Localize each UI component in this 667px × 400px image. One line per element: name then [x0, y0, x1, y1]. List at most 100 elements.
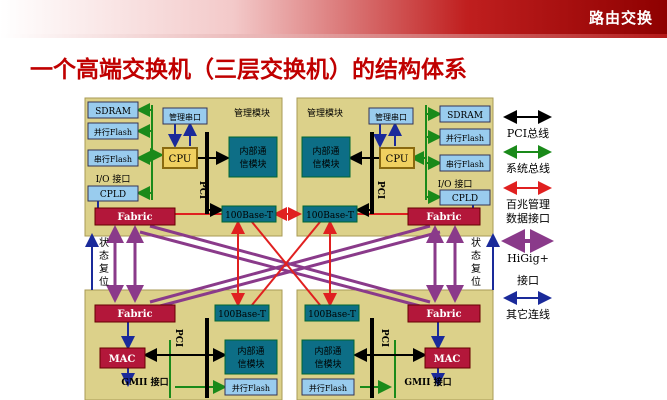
cpld-box — [439, 189, 491, 206]
cpld-label: CPLD — [452, 194, 478, 204]
mgmt-serial-label: 管理串口 — [375, 112, 407, 122]
parallel-flash-box — [301, 378, 355, 396]
parallel-flash-label: 并行Flash — [232, 383, 270, 393]
pci-label: PCI — [197, 181, 207, 199]
pci-label: PCI — [375, 181, 385, 199]
mac-box — [424, 347, 471, 369]
legend-pci-label: PCI总线 — [507, 126, 549, 140]
fabric-box — [94, 207, 176, 226]
page-title: 一个高端交换机（三层交换机）的结构体系 — [30, 57, 467, 83]
system-bus-lines — [136, 103, 442, 398]
io-port-label: I/O 接口 — [96, 173, 131, 185]
svg-text:位: 位 — [471, 275, 481, 288]
fabric-label: Fabric — [426, 212, 461, 223]
serial-flash-label: 串行Flash — [446, 159, 484, 169]
gmii-label: GMII 接口 — [404, 376, 451, 388]
svg-text:位: 位 — [99, 275, 109, 288]
internal-comm-label-2: 信模块 — [239, 158, 266, 170]
internal-comm-label: 内部通 — [237, 345, 264, 357]
internal-comm-box — [301, 339, 355, 375]
sdram-label: SDRAM — [95, 107, 131, 117]
internal-comm-box — [301, 136, 351, 178]
sdram-box — [87, 101, 139, 119]
cpu-box — [162, 147, 198, 169]
svg-text:复: 复 — [471, 262, 481, 275]
section-title: 路由交换 — [588, 9, 653, 27]
pci-label: PCI — [173, 329, 183, 347]
fabric-label: Fabric — [426, 309, 461, 320]
fabric-label: Fabric — [117, 212, 152, 223]
base100-box — [304, 304, 360, 322]
legend-system-label: 系统总线 — [506, 161, 550, 175]
board-bottom-left-modules: Fabric 100Base-T PCI MAC GMII 接口 内部通 信模块… — [94, 304, 278, 396]
legend-higig-label-2: 接口 — [517, 274, 539, 287]
board-top-right-modules: 管理模块 管理串口 SDRAM 并行Flash 串行Flash I/O 接口 C… — [301, 105, 491, 226]
serial-flash-label: 串行Flash — [94, 154, 132, 164]
pci-label: PCI — [379, 329, 389, 347]
parallel-flash-label: 并行Flash — [446, 133, 484, 143]
base100-label: 100Base-T — [306, 211, 354, 221]
io-port-label: I/O 接口 — [438, 178, 473, 190]
mgmt-serial-box — [162, 107, 208, 125]
cpld-box — [87, 185, 139, 202]
mgmt-serial-label: 管理串口 — [169, 112, 201, 122]
fabric-box — [407, 304, 481, 323]
cpu-label: CPU — [386, 154, 409, 165]
internal-comm-label: 内部通 — [314, 345, 341, 357]
internal-comm-box — [224, 339, 278, 375]
internal-comm-label-2: 信模块 — [314, 358, 341, 370]
internal-comm-label-2: 信模块 — [312, 158, 339, 170]
internal-comm-box — [228, 136, 278, 178]
status-reset-label-right: 状 态 复 位 — [471, 236, 481, 288]
parallel-flash-label: 并行Flash — [94, 127, 132, 137]
parallel-flash-box — [224, 378, 278, 396]
status-reset-label-left: 状 态 复 位 — [99, 236, 109, 288]
base100-label: 100Base-T — [308, 310, 356, 320]
legend-mgmt-label-2: 数据接口 — [506, 211, 550, 225]
header-divider — [0, 34, 667, 38]
internal-comm-label-2: 信模块 — [237, 358, 264, 370]
board-top-left-modules: SDRAM 并行Flash 串行Flash I/O 接口 CPLD 管理串口 管… — [87, 101, 278, 226]
pci-bus-lines — [143, 132, 427, 398]
serial-flash-box — [87, 149, 139, 167]
mac-box — [99, 347, 146, 369]
mgmt-serial-box — [368, 107, 414, 125]
cpld-label: CPLD — [100, 190, 126, 200]
svg-text:状: 状 — [99, 236, 109, 249]
legend-other-label: 其它连线 — [506, 307, 550, 321]
base100-label: 100Base-T — [218, 310, 266, 320]
base100-box — [214, 304, 270, 322]
cpu-box — [379, 147, 415, 169]
svg-text:复: 复 — [99, 262, 109, 275]
other-links — [85, 122, 500, 387]
cpu-label: CPU — [169, 154, 192, 165]
header-bar: 路由交换 — [0, 0, 667, 34]
parallel-flash-label: 并行Flash — [309, 383, 347, 393]
internal-comm-label: 内部通 — [312, 145, 339, 157]
fabric-box — [407, 207, 481, 226]
higig-links — [106, 224, 464, 308]
mac-label: MAC — [109, 354, 136, 365]
svg-text:态: 态 — [471, 249, 481, 262]
legend-higig-label: HiGig+ — [507, 252, 549, 265]
legend: PCI总线 系统总线 百兆管理 数据接口 HiGig+ 接口 其它连线 — [501, 110, 554, 321]
base100-box — [221, 205, 277, 223]
sdram-label: SDRAM — [447, 111, 483, 121]
serial-flash-box — [439, 154, 491, 172]
svg-text:态: 态 — [99, 249, 109, 262]
board-bottom-right-modules: 100Base-T Fabric PCI 内部通 信模块 MAC GMII 接口… — [301, 304, 481, 396]
internal-comm-label: 内部通 — [239, 145, 266, 157]
svg-text:状: 状 — [471, 236, 481, 249]
mgmt-module-label: 管理模块 — [307, 107, 343, 119]
sdram-box — [439, 105, 491, 123]
gmii-label: GMII 接口 — [121, 376, 168, 388]
fabric-box — [94, 304, 176, 323]
base100-box — [302, 205, 358, 223]
mgmt-module-label: 管理模块 — [234, 107, 270, 119]
mac-label: MAC — [434, 354, 461, 365]
parallel-flash-box — [87, 122, 139, 140]
base100-label: 100Base-T — [225, 211, 273, 221]
legend-mgmt-label: 百兆管理 — [506, 197, 550, 211]
